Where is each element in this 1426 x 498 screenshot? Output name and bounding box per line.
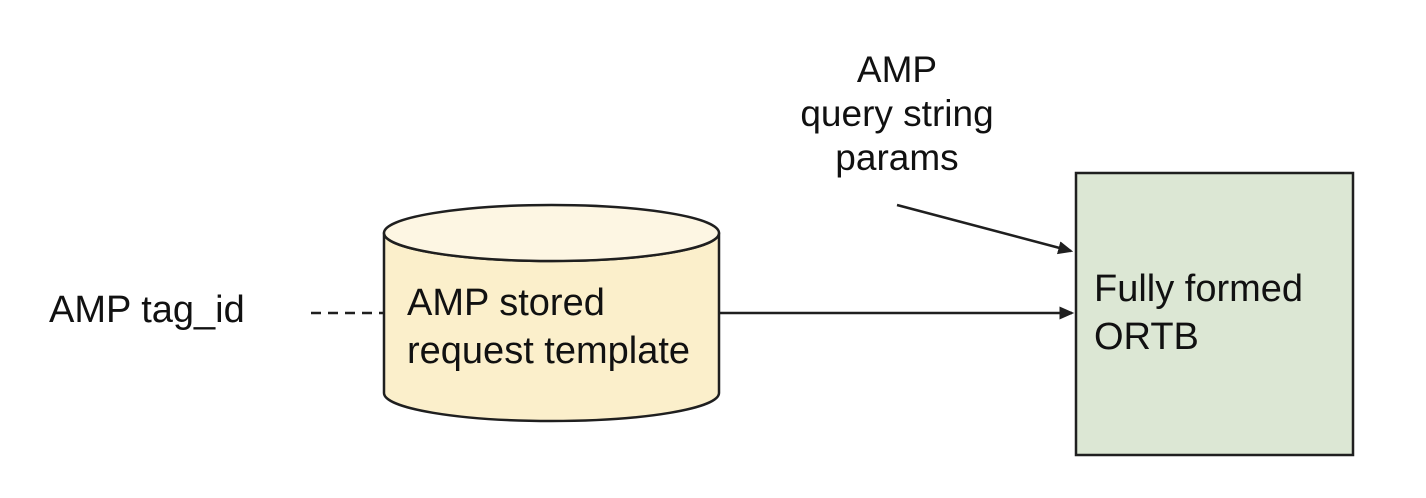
stored-request-template-label: AMP stored request template [407, 282, 691, 372]
ortb-box [1074, 171, 1355, 457]
query-string-params-label: AMP query string params [800, 49, 994, 178]
stored-request-cylinder-top [382, 203, 721, 263]
fully-formed-ortb-label: Fully formed ORTB [1094, 268, 1304, 358]
amp-tag-id-label: AMP tag_id [49, 289, 245, 331]
query-params-to-ortb-arrow [896, 203, 1074, 255]
